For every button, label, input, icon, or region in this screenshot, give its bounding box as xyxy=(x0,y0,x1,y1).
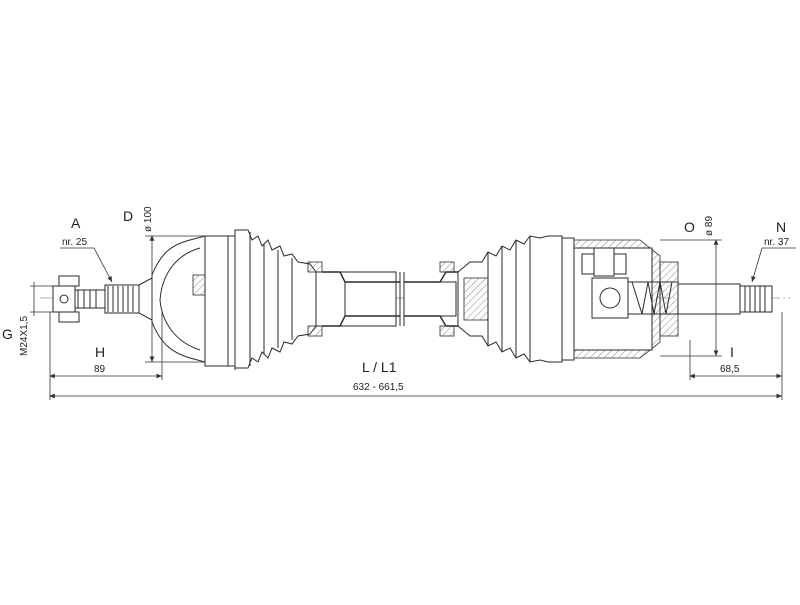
value-o: ø 89 xyxy=(704,216,715,236)
value-l: 632 - 661,5 xyxy=(353,382,404,393)
label-d: D xyxy=(123,208,133,224)
label-o: O xyxy=(684,219,695,235)
left-stub xyxy=(52,275,153,323)
dimension-h xyxy=(49,312,163,380)
value-g: M24X1,5 xyxy=(19,316,30,356)
dimension-g xyxy=(30,282,54,316)
right-boot xyxy=(457,235,563,363)
dimension-l xyxy=(49,312,783,400)
value-n: nr. 37 xyxy=(764,237,789,248)
left-boot xyxy=(234,229,323,369)
label-a: A xyxy=(71,215,81,231)
label-h: H xyxy=(95,344,105,360)
right-stub xyxy=(677,283,773,315)
leader-a xyxy=(60,247,113,283)
leader-n xyxy=(751,247,796,283)
label-i: I xyxy=(730,344,734,360)
inner-tripod-joint xyxy=(561,237,679,361)
value-i: 68,5 xyxy=(720,364,740,375)
outer-cv-joint xyxy=(151,230,236,370)
label-g: G xyxy=(2,326,13,342)
dimension-o xyxy=(660,239,722,357)
value-d: ø 100 xyxy=(143,206,154,232)
label-l: L / L1 xyxy=(362,359,397,375)
dimension-d xyxy=(145,235,205,363)
dimension-i xyxy=(689,340,782,380)
shaft xyxy=(315,261,458,337)
label-n: N xyxy=(776,219,786,235)
value-h: 89 xyxy=(94,364,106,375)
value-a: nr. 25 xyxy=(62,237,87,248)
